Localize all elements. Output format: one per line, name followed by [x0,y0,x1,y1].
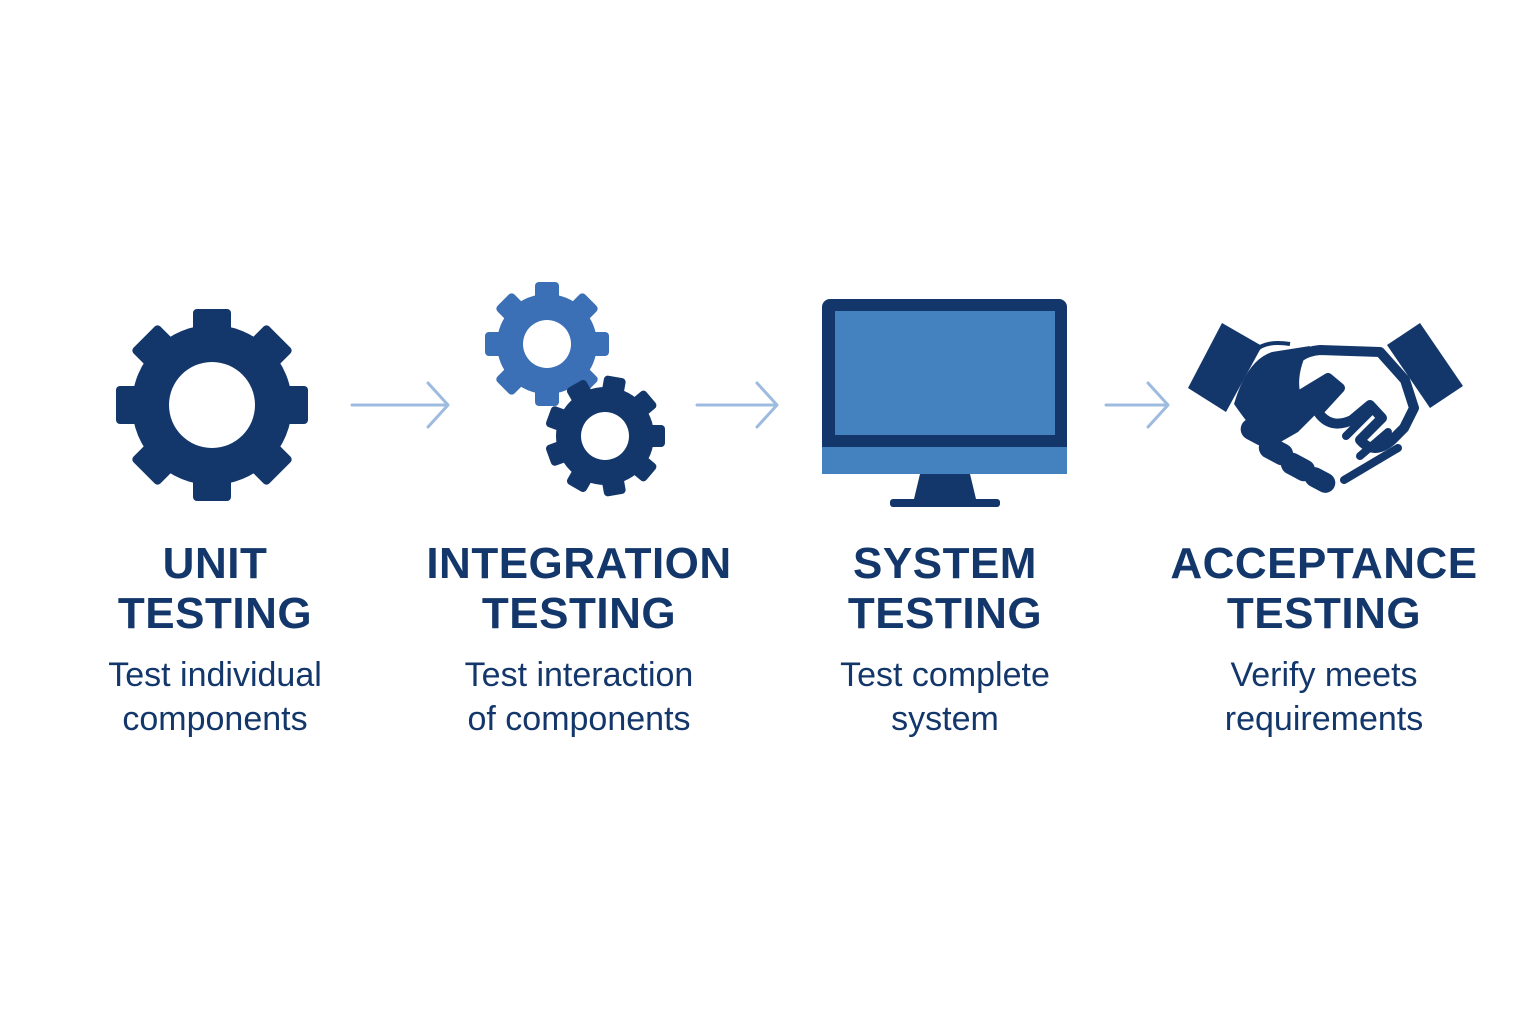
step-title-line: TESTING [1226,589,1422,638]
step-description: Verify meets requirements [1124,653,1524,741]
step-title-line: UNIT [162,539,268,588]
step-description-line: Test interaction [464,656,694,694]
step-title-line: TESTING [117,589,313,638]
gear-icon [116,309,308,501]
step-title-line: TESTING [847,589,1043,638]
step-acceptance-testing: ACCEPTANCE TESTING Verify meets requirem… [1124,539,1524,741]
step-description: Test interaction of components [379,653,779,741]
gear-small-top-icon [485,282,609,406]
step-title-line: ACCEPTANCE [1170,539,1478,588]
gear-small-bottom-icon [545,375,665,497]
arrow-right-icon [695,381,779,429]
handshake-icon [1188,323,1463,493]
step-description-line: requirements [1224,700,1424,738]
step-description-line: Test individual [108,656,322,694]
step-description-line: Test complete [840,656,1050,694]
step-description-line: components [122,700,308,738]
step-title-line: TESTING [481,589,677,638]
step-description-line: system [891,700,999,738]
step-description: Test complete system [745,653,1145,741]
step-title-line: INTEGRATION [426,539,732,588]
monitor-icon [822,299,1067,507]
step-unit-testing: UNIT TESTING Test individual components [15,539,415,741]
step-system-testing: SYSTEM TESTING Test complete system [745,539,1145,741]
gears-icon [485,282,665,497]
arrow-right-icon [1104,381,1170,429]
step-description-line: of components [467,700,691,738]
step-title-line: SYSTEM [853,539,1037,588]
step-integration-testing: INTEGRATION TESTING Test interaction of … [379,539,779,741]
step-description: Test individual components [15,653,415,741]
step-description-line: Verify meets [1230,656,1418,694]
arrow-right-icon [350,381,450,429]
